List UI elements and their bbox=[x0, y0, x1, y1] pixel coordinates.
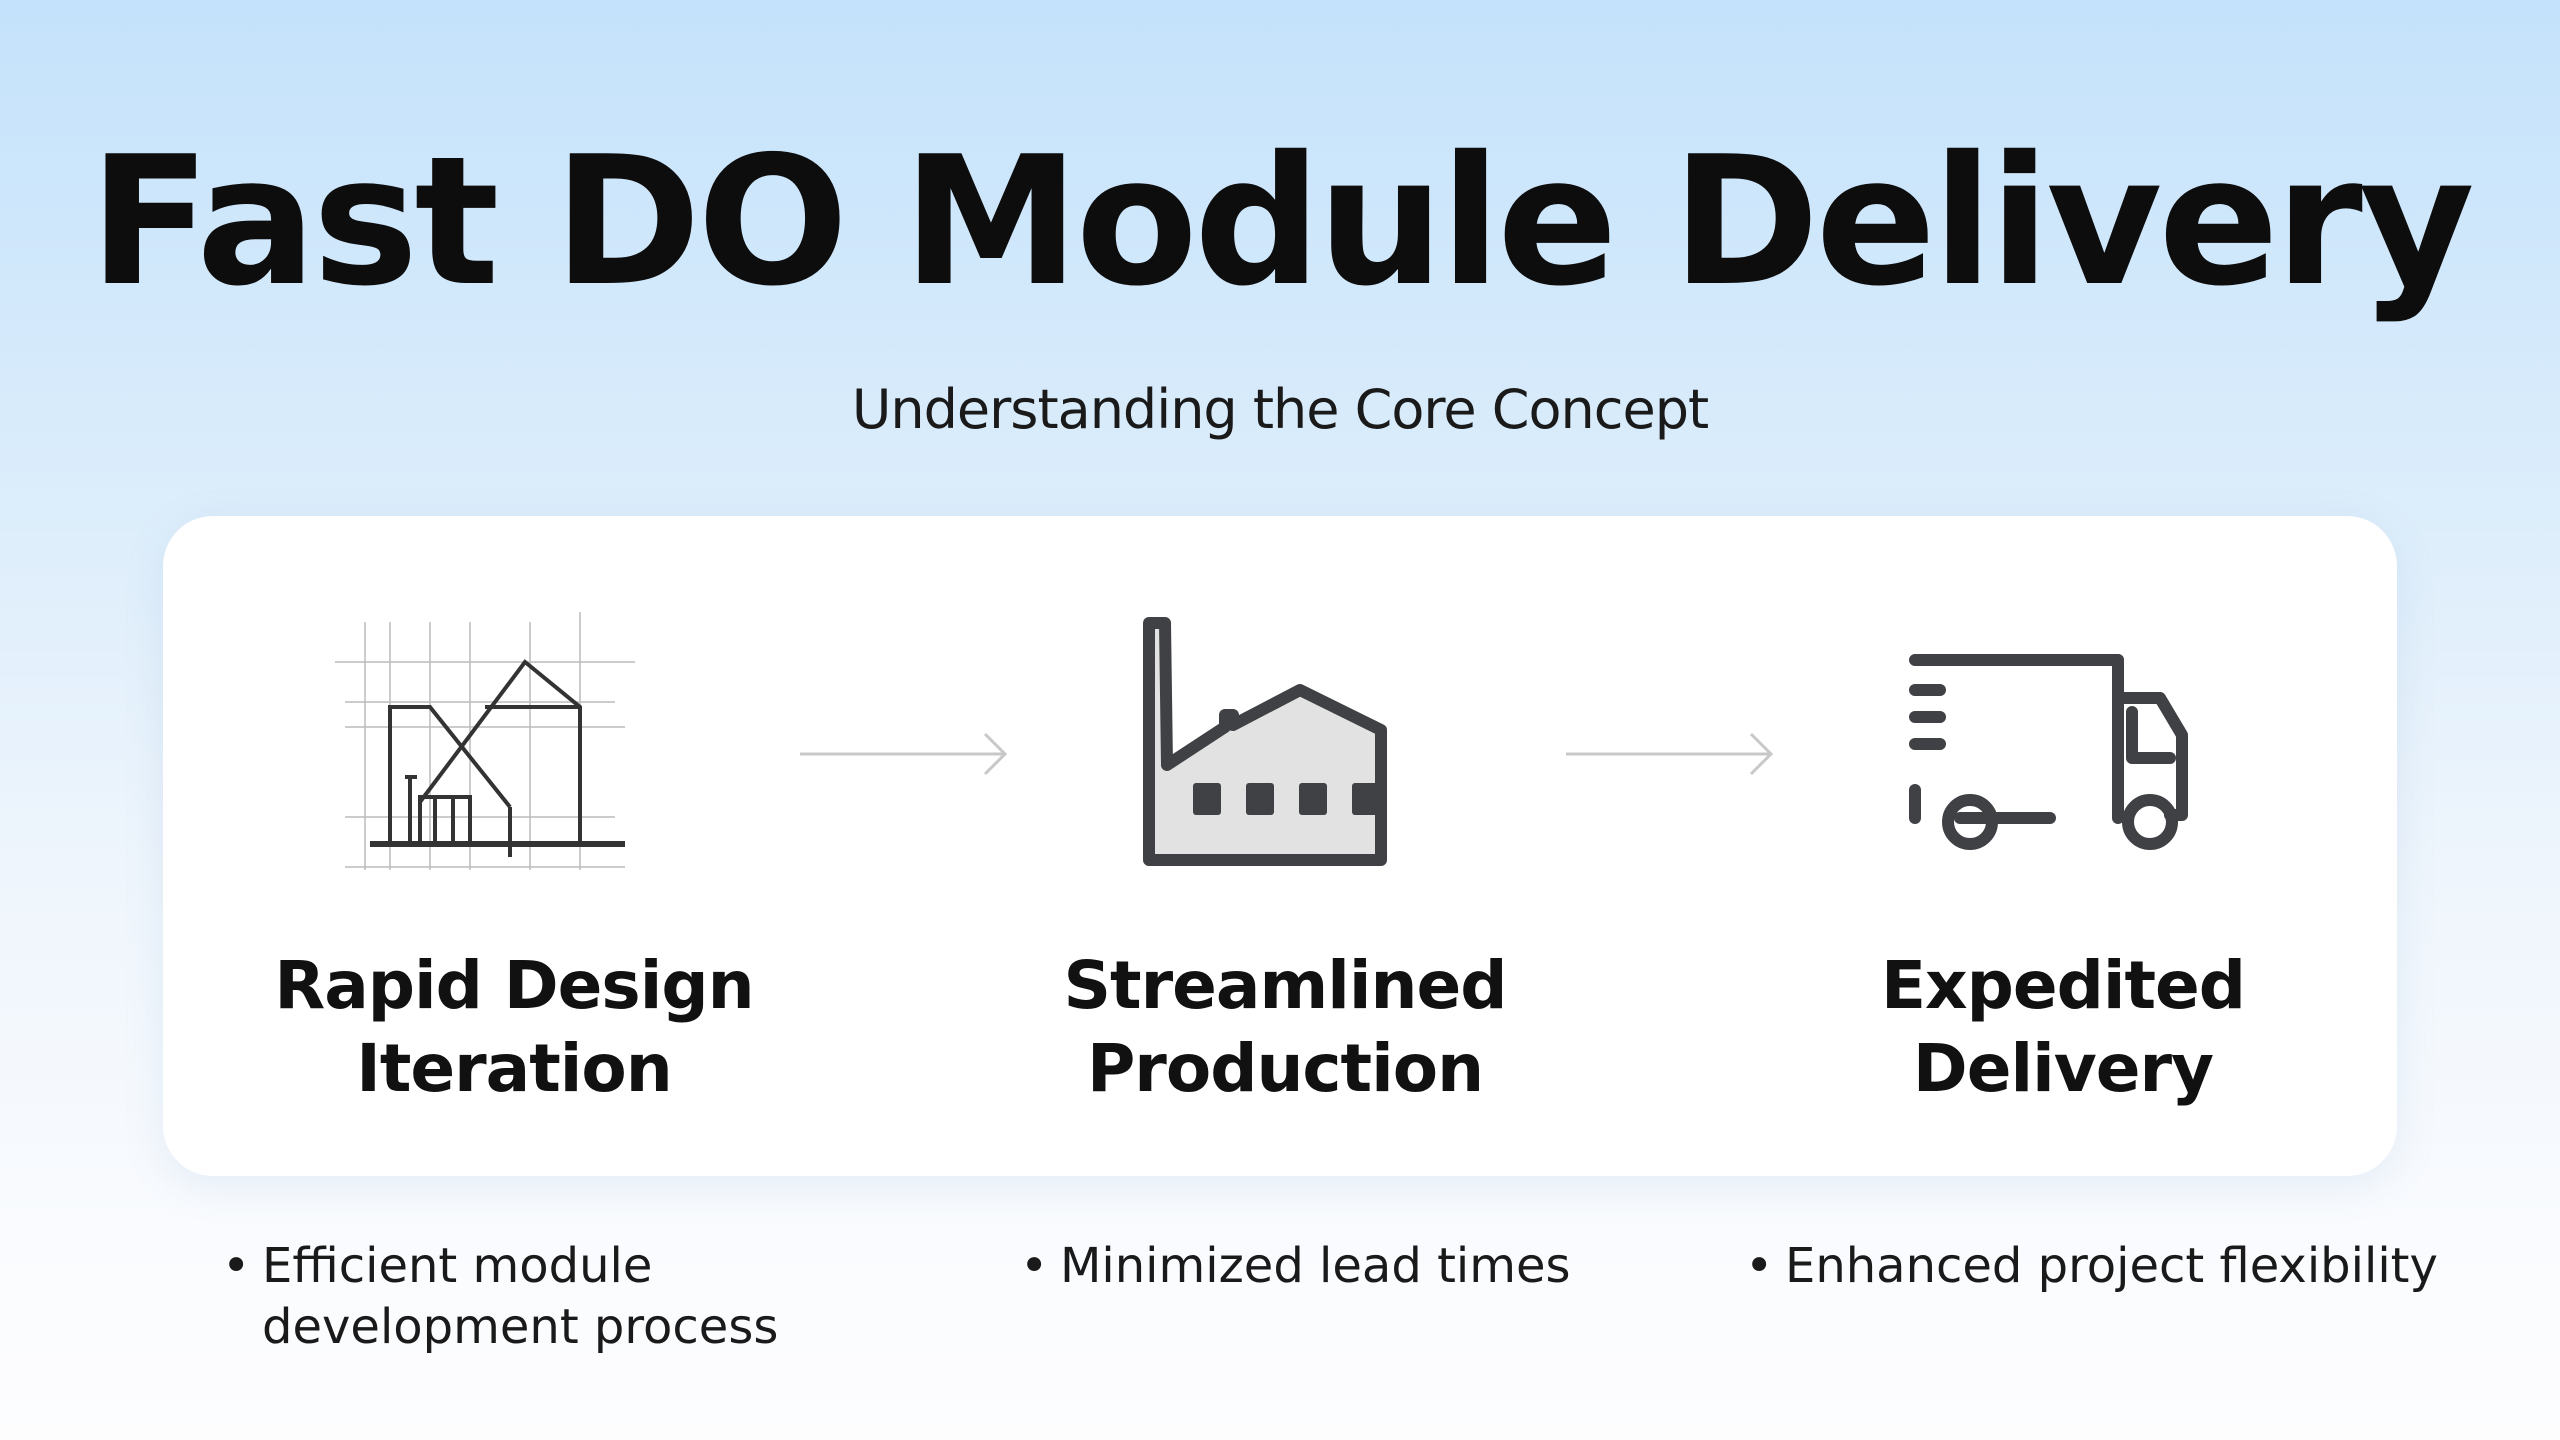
label-line: Production bbox=[1086, 1030, 1484, 1107]
arrow-right-icon bbox=[800, 732, 1008, 776]
bullet-production: •Minimized lead times bbox=[1020, 1236, 1571, 1297]
page-title: Fast DO Module Delivery bbox=[89, 118, 2475, 325]
bullet-line: development process bbox=[262, 1299, 779, 1355]
label-line: Expedited bbox=[1880, 947, 2246, 1024]
bullet-line: Efficient module bbox=[262, 1238, 653, 1294]
bullet-dot: • bbox=[1020, 1238, 1049, 1294]
label-line: Streamlined bbox=[1063, 947, 1508, 1024]
bullet-delivery: •Enhanced project flexibility bbox=[1745, 1236, 2438, 1297]
bullet-dot: • bbox=[1745, 1238, 1774, 1294]
blueprint-sketch-icon bbox=[335, 612, 635, 870]
bullet-text: Enhanced project flexibility bbox=[1785, 1238, 2438, 1294]
label-line: Delivery bbox=[1912, 1030, 2214, 1107]
delivery-truck-icon bbox=[1909, 654, 2188, 850]
arrow-right-icon bbox=[1566, 732, 1774, 776]
factory-icon bbox=[1143, 617, 1387, 866]
bullet-dot: • bbox=[222, 1238, 251, 1294]
bullet-text: Minimized lead times bbox=[1060, 1238, 1571, 1294]
label-line: Rapid Design bbox=[274, 947, 754, 1024]
label-line: Iteration bbox=[356, 1030, 672, 1107]
page-subtitle: Understanding the Core Concept bbox=[851, 378, 1709, 441]
